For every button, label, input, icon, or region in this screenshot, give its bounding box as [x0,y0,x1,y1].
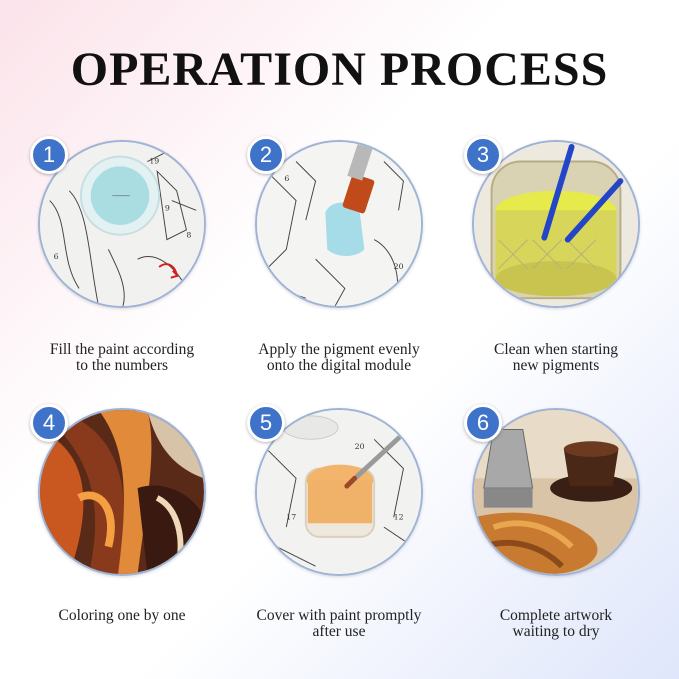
open-paint-pot-icon: 20 17 12 [257,410,421,574]
canvas-number: 6 [54,252,59,261]
step-number-badge: 6 [464,404,502,442]
page-title: OPERATION PROCESS [70,43,609,96]
step-number-badge: 5 [247,404,285,442]
canvas-number: 12 [394,512,404,521]
canvas-number: 17 [286,512,296,521]
step-2-image: 6 20 [255,140,423,308]
canvas-number: 19 [149,156,159,165]
canvas-number: 6 [284,174,289,183]
paint-pot-on-canvas-icon: 19 9 8 6 1 [40,142,204,306]
coffee-artwork-icon [474,410,638,574]
step-caption: Coloring one by one [58,607,186,624]
brush-on-canvas-icon: 6 20 [257,142,421,306]
canvas-number: 20 [394,262,404,271]
step-number-badge: 1 [30,136,68,174]
step-1-image: 19 9 8 6 1 [38,140,206,308]
canvas-number: 1 [184,276,189,285]
canvas-number: 8 [186,231,191,240]
step-6-image [472,408,640,576]
step-number-badge: 3 [464,136,502,174]
water-jar-brushes-icon [474,142,638,306]
step-3-image [472,140,640,308]
painted-canvas-icon [40,410,204,574]
step-number-badge: 4 [30,404,68,442]
step-number-badge: 2 [247,136,285,174]
canvas-number: 9 [165,203,170,212]
canvas-number: 20 [355,442,365,451]
